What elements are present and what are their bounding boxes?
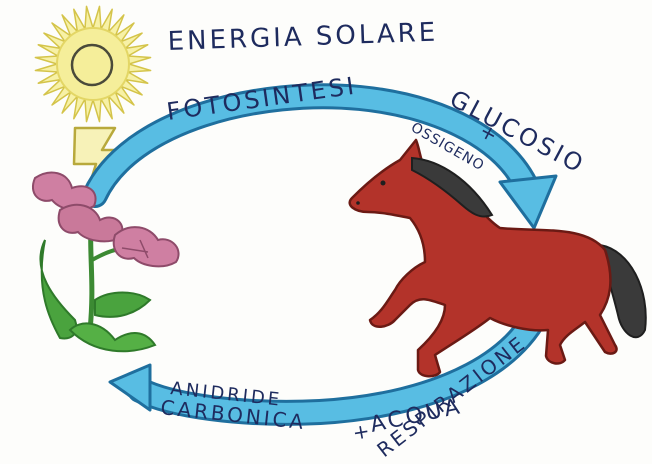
leaf-icon <box>94 291 152 318</box>
horse-mane <box>411 156 494 218</box>
label-photosynthesis: FOTOSINTESI <box>165 72 359 126</box>
flower-icon <box>57 203 124 243</box>
flower-icon <box>112 226 180 268</box>
horse-eye <box>380 180 386 186</box>
leaf-icon <box>39 239 78 340</box>
sun-disc <box>56 27 130 101</box>
leaf-icon <box>68 322 157 353</box>
horse-icon <box>348 138 647 378</box>
flower-icon <box>32 171 97 212</box>
cycle-arrow-top <box>82 83 558 230</box>
label-plus-2: + <box>351 418 375 445</box>
flower-plant-icon <box>32 171 180 353</box>
sun-icon <box>34 5 152 123</box>
sun-core <box>70 43 114 87</box>
arrowhead-icon <box>108 363 152 412</box>
label-solar-energy: ENERGIA SOLARE <box>167 18 438 57</box>
cycle-arrow-bottom <box>108 277 558 426</box>
arrowhead-icon <box>498 174 558 230</box>
